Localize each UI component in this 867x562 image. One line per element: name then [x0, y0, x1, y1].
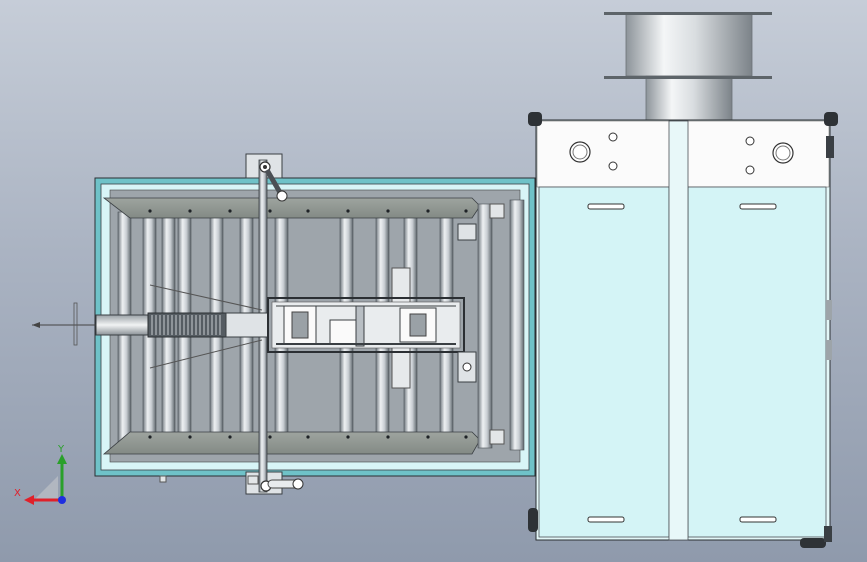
- x-axis-label: X: [14, 488, 21, 499]
- bolt: [148, 209, 152, 213]
- gripper-carriage[interactable]: [267, 223, 477, 383]
- top-guide-tray: [102, 197, 481, 219]
- bolt: [426, 209, 430, 213]
- door-handle-top-right[interactable]: [739, 203, 777, 210]
- side-rollers-right: [477, 199, 525, 451]
- bolt: [346, 435, 350, 439]
- bolt: [426, 435, 430, 439]
- pusher-arm[interactable]: [32, 284, 269, 369]
- bolt: [228, 209, 232, 213]
- door-handle-bottom-left[interactable]: [587, 516, 625, 523]
- bolt: [464, 209, 468, 213]
- spool-assembly[interactable]: [604, 12, 772, 123]
- bolt: [188, 435, 192, 439]
- bolt: [306, 435, 310, 439]
- door-handle-top-left[interactable]: [587, 203, 625, 210]
- bolt: [386, 209, 390, 213]
- bolt: [306, 209, 310, 213]
- bolt: [386, 435, 390, 439]
- bolt: [268, 209, 272, 213]
- coordinate-triad-icon: Y X: [14, 444, 67, 505]
- bolt: [464, 435, 468, 439]
- bolt: [228, 435, 232, 439]
- bolt: [346, 209, 350, 213]
- door-handle-bottom-right[interactable]: [739, 516, 777, 523]
- bolt: [268, 435, 272, 439]
- y-axis-label: Y: [57, 444, 65, 455]
- bolt: [188, 209, 192, 213]
- bolt: [148, 435, 152, 439]
- frame-feet: [159, 475, 259, 485]
- bottom-guide-tray: [102, 431, 481, 455]
- cabinet-housing[interactable]: [528, 112, 838, 548]
